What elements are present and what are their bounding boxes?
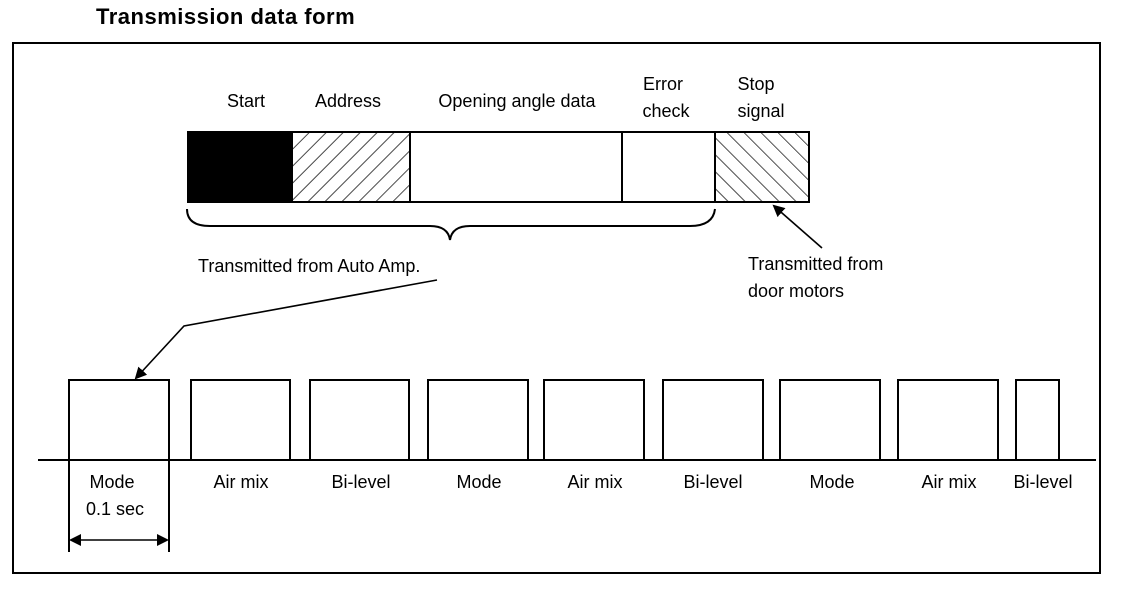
door-motors-arrow bbox=[772, 204, 823, 249]
page-title: Transmission data form bbox=[96, 4, 356, 29]
label-stop-signal-line2: signal bbox=[737, 101, 784, 121]
sequence-label-6: Bi-level bbox=[683, 472, 742, 492]
pulse-3 bbox=[309, 379, 410, 461]
sequence-label-5: Air mix bbox=[568, 472, 623, 492]
label-opening-angle-data: Opening angle data bbox=[438, 91, 596, 111]
sequence-label-3: Bi-level bbox=[331, 472, 390, 492]
sequence-label-9: Bi-level bbox=[1013, 472, 1072, 492]
label-address: Address bbox=[315, 91, 381, 111]
duration-label: 0.1 sec bbox=[86, 499, 144, 519]
diagram-frame bbox=[12, 42, 1101, 574]
sequence-label-1: Mode bbox=[89, 472, 134, 492]
auto-amp-arrow bbox=[134, 279, 438, 380]
pulse-6 bbox=[662, 379, 764, 461]
sequence-label-7: Mode bbox=[809, 472, 854, 492]
pulse-4 bbox=[427, 379, 529, 461]
pulse-train bbox=[68, 379, 1060, 461]
label-error-check-line1: Error bbox=[643, 74, 683, 94]
pulse-9 bbox=[1015, 379, 1060, 461]
annotation-door-motors-line2: door motors bbox=[748, 281, 844, 301]
address-segment bbox=[291, 131, 411, 203]
pulse-8 bbox=[897, 379, 999, 461]
sequence-label-4: Mode bbox=[456, 472, 501, 492]
annotation-door-motors-line1: Transmitted from bbox=[748, 254, 883, 274]
start-segment bbox=[187, 131, 293, 203]
opening-angle-data-segment bbox=[409, 131, 623, 203]
error-check-segment bbox=[621, 131, 716, 203]
pulse-2 bbox=[190, 379, 291, 461]
auto-amp-brace bbox=[186, 208, 716, 241]
sequence-label-2: Air mix bbox=[214, 472, 269, 492]
label-error-check-line2: check bbox=[642, 101, 690, 121]
sequence-label-8: Air mix bbox=[922, 472, 977, 492]
annotation-auto-amp: Transmitted from Auto Amp. bbox=[198, 256, 420, 276]
label-stop-signal-line1: Stop bbox=[737, 74, 774, 94]
pulse-5 bbox=[543, 379, 645, 461]
stop-signal-segment bbox=[714, 131, 810, 203]
pulse-7 bbox=[779, 379, 881, 461]
data-frame-bar bbox=[187, 131, 810, 203]
pulse-1 bbox=[68, 379, 170, 461]
label-start: Start bbox=[227, 91, 265, 111]
